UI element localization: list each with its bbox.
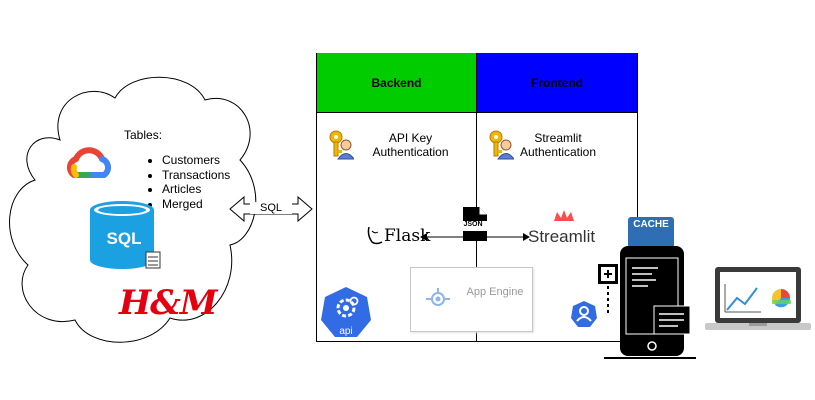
user-badge-icon <box>571 301 597 327</box>
list-item: Merged <box>162 197 230 212</box>
api-badge-icon <box>321 287 371 337</box>
sql-database-icon <box>90 201 161 269</box>
streamlit-auth-label: Streamlit Authentication <box>519 131 597 159</box>
app-engine-icon <box>426 288 450 306</box>
streamlit-label: Streamlit <box>528 227 596 246</box>
list-item: Articles <box>162 182 230 197</box>
streamlit-crown-icon <box>554 210 574 221</box>
laptop-dashboard-icon <box>705 267 811 330</box>
json-label: JSON <box>463 221 483 228</box>
api-badge-label: api <box>339 326 353 337</box>
tables-list: Customers Transactions Articles Merged <box>146 153 230 211</box>
backend-header: Backend <box>317 53 476 112</box>
frontend-header: Frontend <box>477 53 637 112</box>
sql-arrow-label: SQL <box>250 202 292 214</box>
list-item: Customers <box>162 153 230 168</box>
tables-label: Tables: <box>124 128 163 142</box>
app-engine-label: App Engine <box>466 286 524 298</box>
header-divider <box>316 112 638 113</box>
list-item: Transactions <box>162 168 230 183</box>
flask-streamlit-arrow <box>420 233 530 241</box>
cache-label: CACHE <box>633 219 669 230</box>
hm-logo: H&M <box>119 283 217 323</box>
key-user-icon <box>489 130 514 160</box>
api-key-auth-label: API Key Authentication <box>372 131 449 159</box>
mobile-phone-icon <box>598 246 696 359</box>
flask-label: Flask <box>384 226 431 246</box>
box-divider <box>476 53 477 342</box>
flask-logo-icon <box>367 226 383 245</box>
google-cloud-icon <box>67 147 111 178</box>
sql-label: SQL <box>106 229 142 248</box>
key-user-icon <box>329 130 354 160</box>
json-file-icon <box>461 207 487 241</box>
